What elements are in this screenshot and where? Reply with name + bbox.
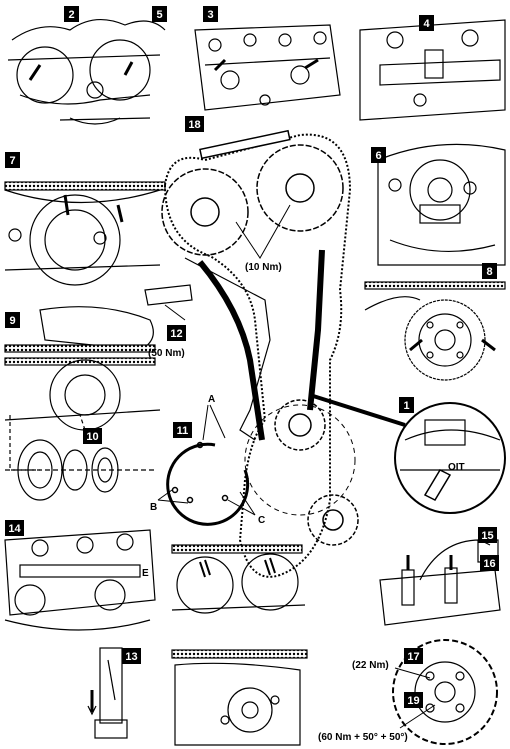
panel-number-10: 10 <box>83 428 102 444</box>
panel-2-5-sprockets <box>7 19 166 125</box>
svg-text:15: 15 <box>481 530 493 542</box>
svg-text:3: 3 <box>207 9 213 21</box>
torque-label-19-upper: (22 Nm) <box>352 660 389 671</box>
svg-text:12: 12 <box>170 328 182 340</box>
panel-4-holder <box>359 19 506 121</box>
panel-9-chain-cover <box>4 306 161 431</box>
svg-text:11: 11 <box>177 425 189 437</box>
panel-number-19: 19 <box>404 692 423 708</box>
panel-16-locking-tool <box>171 544 306 614</box>
panel-number-9: 9 <box>5 312 20 328</box>
panel-number-12: 12 <box>167 325 186 341</box>
panel-11-ring <box>157 404 256 526</box>
panel-number-2: 2 <box>64 6 79 22</box>
panel-13-pin-tool <box>87 647 128 739</box>
panel-3-camshaft-caps <box>194 24 341 111</box>
panel-8-crank-sprocket <box>364 281 506 381</box>
panel-14-camshafts <box>4 529 156 631</box>
svg-text:14: 14 <box>8 523 21 535</box>
svg-text:2: 2 <box>68 9 74 21</box>
torque-label-camshaft: (10 Nm) <box>245 262 282 273</box>
svg-text:1: 1 <box>403 400 409 412</box>
panel-number-15: 15 <box>478 527 497 543</box>
panel-7-chain-sprocket <box>4 181 166 286</box>
torque-label-19-lower: (60 Nm + 50° + 50°) <box>318 732 408 743</box>
panel-number-13: 13 <box>122 648 141 664</box>
tdc-mark-label: OIT <box>448 462 465 473</box>
panel-number-11: 11 <box>173 422 192 438</box>
svg-text:17: 17 <box>407 651 419 663</box>
svg-text:18: 18 <box>188 119 200 131</box>
svg-text:7: 7 <box>9 155 15 167</box>
panel-1-tdc-mark <box>394 402 506 514</box>
panel-number-1: 1 <box>399 397 414 413</box>
panel-number-7: 7 <box>5 152 20 168</box>
panel-number-5: 5 <box>152 6 167 22</box>
panel-6-sprocket <box>377 143 506 266</box>
svg-text:5: 5 <box>156 9 162 21</box>
panel-17-housing <box>171 649 308 746</box>
label-b: B <box>150 502 157 513</box>
panel-number-6: 6 <box>371 147 386 163</box>
panel-number-14: 14 <box>5 520 24 536</box>
svg-text:4: 4 <box>423 18 430 30</box>
svg-text:6: 6 <box>375 150 381 162</box>
svg-text:16: 16 <box>483 558 495 570</box>
panel-15-sensor <box>379 539 501 626</box>
panel-10-seal <box>5 414 155 501</box>
panel-number-16: 16 <box>480 555 499 571</box>
svg-text:10: 10 <box>86 431 98 443</box>
label-c: C <box>258 515 265 526</box>
panel-number-17: 17 <box>404 648 423 664</box>
panel-number-4: 4 <box>419 15 434 31</box>
svg-text:13: 13 <box>125 651 137 663</box>
main-timing-chain <box>144 129 406 578</box>
panel-number-8: 8 <box>482 263 497 279</box>
panel-number-18: 18 <box>185 116 204 132</box>
torque-label-tensioner: (50 Nm) <box>148 348 185 359</box>
svg-text:19: 19 <box>407 695 419 707</box>
svg-text:9: 9 <box>9 315 15 327</box>
label-a: A <box>208 394 215 405</box>
panel-number-3: 3 <box>203 6 218 22</box>
svg-text:8: 8 <box>486 266 492 278</box>
mark-e-label: E <box>142 568 149 579</box>
